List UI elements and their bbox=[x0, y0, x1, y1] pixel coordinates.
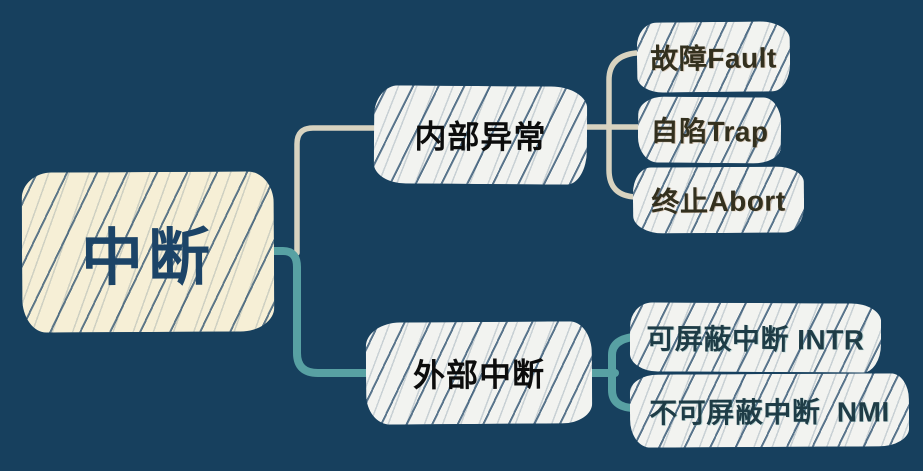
leaf-fault-label: 故障Fault bbox=[650, 42, 777, 75]
connector-external-bracket bbox=[608, 333, 637, 412]
leaf-trap[interactable]: 自陷Trap bbox=[637, 96, 782, 164]
root-node-interrupt[interactable]: 中断 bbox=[21, 171, 275, 333]
connector-root-to-external bbox=[268, 247, 380, 377]
leaf-abort[interactable]: 终止Abort bbox=[632, 166, 805, 234]
leaf-intr-label: 可屏蔽中断 INTR bbox=[646, 322, 865, 356]
leaf-abort-label: 终止Abort bbox=[651, 185, 786, 218]
leaf-nonmaskable-nmi[interactable]: 不可屏蔽中断 NMI bbox=[629, 373, 910, 448]
leaf-fault[interactable]: 故障Fault bbox=[636, 21, 791, 93]
branch-internal-exception[interactable]: 内部异常 bbox=[373, 85, 588, 185]
leaf-nmi-label: 不可屏蔽中断 NMI bbox=[649, 395, 890, 429]
connector-internal-bracket bbox=[606, 50, 639, 200]
branch-external-label: 外部中断 bbox=[412, 356, 546, 394]
branch-external-interrupt[interactable]: 外部中断 bbox=[365, 321, 593, 425]
root-node-label: 中断 bbox=[80, 223, 216, 294]
connector-root-to-internal bbox=[294, 125, 383, 256]
leaf-maskable-intr[interactable]: 可屏蔽中断 INTR bbox=[629, 302, 882, 373]
leaf-trap-label: 自陷Trap bbox=[650, 115, 769, 148]
branch-internal-label: 内部异常 bbox=[414, 118, 547, 156]
